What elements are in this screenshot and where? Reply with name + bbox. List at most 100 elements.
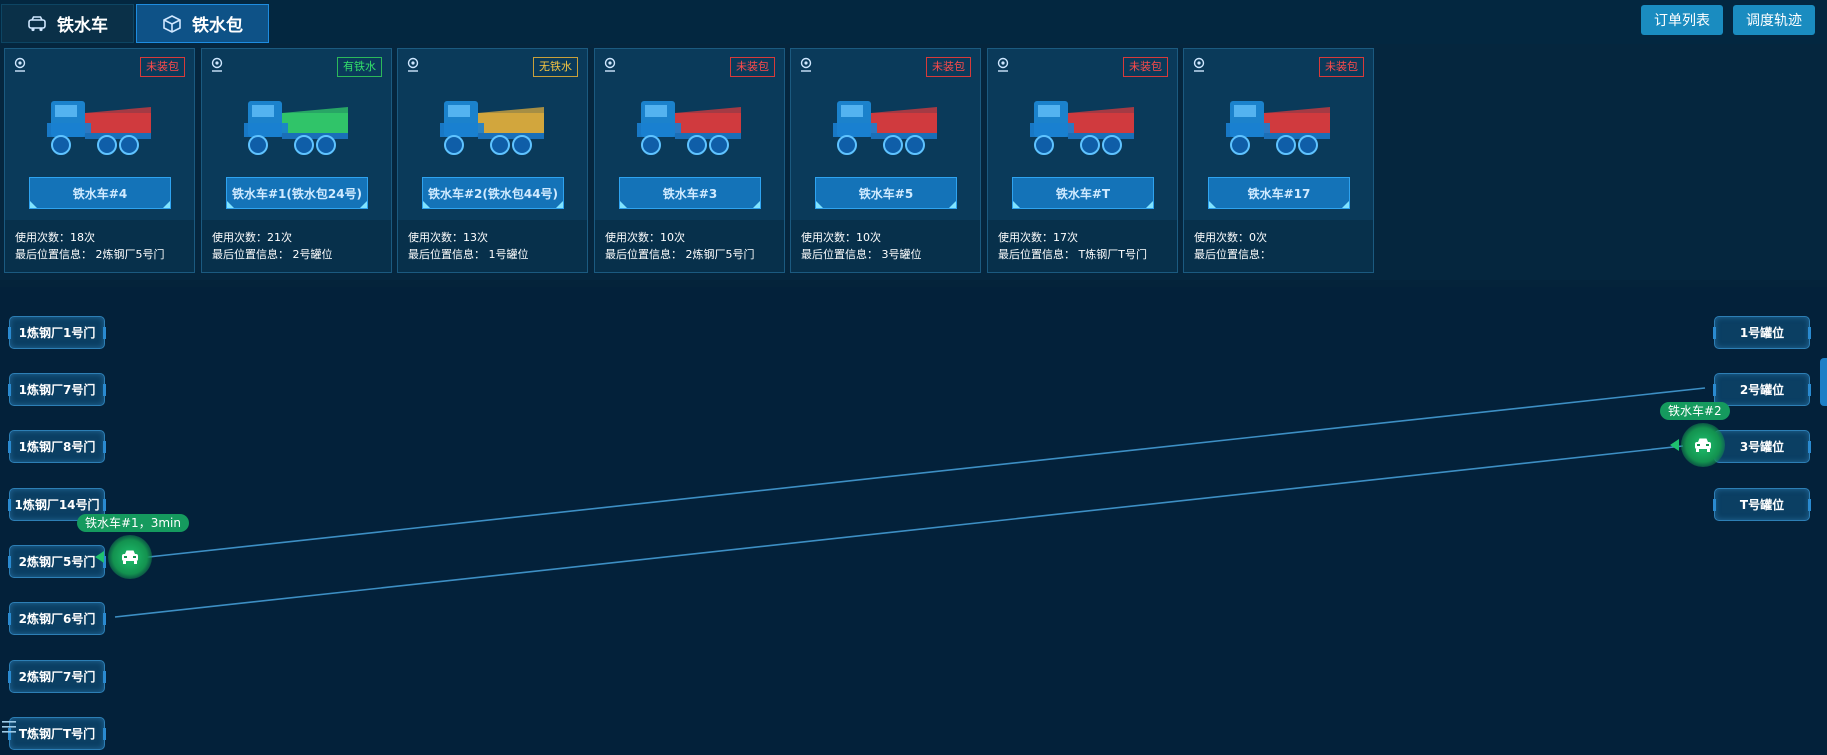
usage-label: 使用次数： [801,231,856,244]
status-badge: 未装包 [1123,57,1168,77]
usage-value: 10次 [660,231,685,244]
vehicle-name-button[interactable]: 铁水车#1(铁水包24号) [226,177,368,209]
gate-node[interactable]: 1炼钢厂14号门 [8,488,106,521]
vehicle-name-button[interactable]: 铁水车#5 [815,177,957,209]
location-value: T炼钢厂T号门 [1078,248,1147,261]
card-image-area: 未装包铁水车#5 [791,49,980,220]
top-bar: 铁水车 铁水包 订单列表 调度轨迹 [0,0,1827,44]
dispatch-track-button[interactable]: 调度轨迹 [1733,5,1815,35]
tank-position-node[interactable]: 1号罐位 [1713,316,1811,349]
card-info: 使用次数：0次最后位置信息： [1194,229,1271,263]
collapse-handle[interactable] [1820,358,1827,406]
direction-arrow [1670,439,1679,451]
usage-value: 21次 [267,231,292,244]
box-icon [163,14,181,33]
card-info: 使用次数：18次最后位置信息： 2炼钢厂5号门 [15,229,165,263]
location-pin-icon [407,57,419,72]
route-map [0,287,1827,755]
usage-label: 使用次数： [998,231,1053,244]
card-image-area: 未装包铁水车#T [988,49,1177,220]
truck-icon [637,101,741,155]
vehicle-name-button[interactable]: 铁水车#T [1012,177,1154,209]
tank-position-node[interactable]: 2号罐位 [1713,373,1811,406]
status-badge: 未装包 [926,57,971,77]
location-pin-icon [211,57,223,72]
usage-value: 10次 [856,231,881,244]
vehicle-card[interactable]: 未装包铁水车#4 使用次数：18次最后位置信息： 2炼钢厂5号门 [4,48,195,273]
usage-label: 使用次数： [15,231,70,244]
vehicle-name-button[interactable]: 铁水车#2(铁水包44号) [422,177,564,209]
card-info: 使用次数：21次最后位置信息： 2号罐位 [212,229,333,263]
card-image-area: 未装包铁水车#4 [5,49,194,220]
location-label: 最后位置信息： [212,248,289,261]
card-image-area: 有铁水铁水车#1(铁水包24号) [202,49,391,220]
gate-node[interactable]: 1炼钢厂7号门 [8,373,106,406]
usage-label: 使用次数： [1194,231,1249,244]
vehicle-card[interactable]: 无铁水铁水车#2(铁水包44号)使用次数：13次最后位置信息： 1号罐位 [397,48,588,273]
tab-iron-ladle[interactable]: 铁水包 [136,4,269,43]
menu-icon[interactable] [2,720,16,734]
direction-arrow [95,551,104,563]
vehicle-card[interactable]: 有铁水铁水车#1(铁水包24号) 使用次数：21次最后位置信息： 2号罐位 [201,48,392,273]
location-label: 最后位置信息： [605,248,682,261]
vehicle-label: 铁水车#1，3min [77,514,189,532]
card-image-area: 无铁水铁水车#2(铁水包44号) [398,49,587,220]
tab-iron-car[interactable]: 铁水车 [1,4,134,43]
truck-icon [47,101,151,155]
location-label: 最后位置信息： [408,248,485,261]
location-label: 最后位置信息： [15,248,92,261]
location-pin-icon [997,57,1009,72]
location-label: 最后位置信息： [801,248,878,261]
vehicle-name-button[interactable]: 铁水车#17 [1208,177,1350,209]
location-label: 最后位置信息： [998,248,1075,261]
truck-icon [1030,101,1134,155]
location-value: 2炼钢厂5号门 [95,248,165,261]
vehicle-name-button[interactable]: 铁水车#3 [619,177,761,209]
vehicle-card[interactable]: 未装包铁水车#5 使用次数：10次最后位置信息： 3号罐位 [790,48,981,273]
truck-icon [28,15,46,31]
status-badge: 未装包 [140,57,185,77]
location-pin-icon [800,57,812,72]
truck-icon [833,101,937,155]
tab-label: 铁水包 [192,16,243,36]
vehicle-marker[interactable] [108,535,152,579]
card-info: 使用次数：13次最后位置信息： 1号罐位 [408,229,529,263]
card-image-area: 未装包铁水车#3 [595,49,784,220]
card-image-area: 未装包铁水车#17 [1184,49,1373,220]
car-icon [1695,438,1711,452]
order-list-button[interactable]: 订单列表 [1641,5,1723,35]
gate-node[interactable]: 2炼钢厂6号门 [8,602,106,635]
tank-position-node[interactable]: 3号罐位 [1713,430,1811,463]
location-value: 2炼钢厂5号门 [685,248,755,261]
tab-label: 铁水车 [57,16,108,36]
usage-label: 使用次数： [212,231,267,244]
location-pin-icon [604,57,616,72]
vehicle-name-button[interactable]: 铁水车#4 [29,177,171,209]
location-value: 2号罐位 [292,248,333,261]
gate-node[interactable]: T炼钢厂T号门 [8,717,106,750]
truck-icon [244,101,348,155]
card-info: 使用次数：10次最后位置信息： 2炼钢厂5号门 [605,229,755,263]
location-value: 3号罐位 [881,248,922,261]
usage-value: 0次 [1249,231,1267,244]
status-badge: 未装包 [1319,57,1364,77]
vehicle-label: 铁水车#2 [1660,402,1730,420]
gate-node[interactable]: 2炼钢厂7号门 [8,660,106,693]
gate-node[interactable]: 1炼钢厂8号门 [8,430,106,463]
truck-icon [440,101,544,155]
vehicle-card[interactable]: 未装包铁水车#17 使用次数：0次最后位置信息： [1183,48,1374,273]
location-label: 最后位置信息： [1194,248,1271,261]
status-badge: 未装包 [730,57,775,77]
truck-icon [1226,101,1330,155]
status-badge: 无铁水 [533,57,578,77]
gate-node[interactable]: 2炼钢厂5号门 [8,545,106,578]
tank-position-node[interactable]: T号罐位 [1713,488,1811,521]
gate-node[interactable]: 1炼钢厂1号门 [8,316,106,349]
usage-value: 13次 [463,231,488,244]
vehicle-marker[interactable] [1681,423,1725,467]
usage-label: 使用次数： [408,231,463,244]
location-pin-icon [1193,57,1205,72]
vehicle-card-list: 未装包铁水车#4 使用次数：18次最后位置信息： 2炼钢厂5号门 有铁水铁水车#1… [0,44,1827,280]
